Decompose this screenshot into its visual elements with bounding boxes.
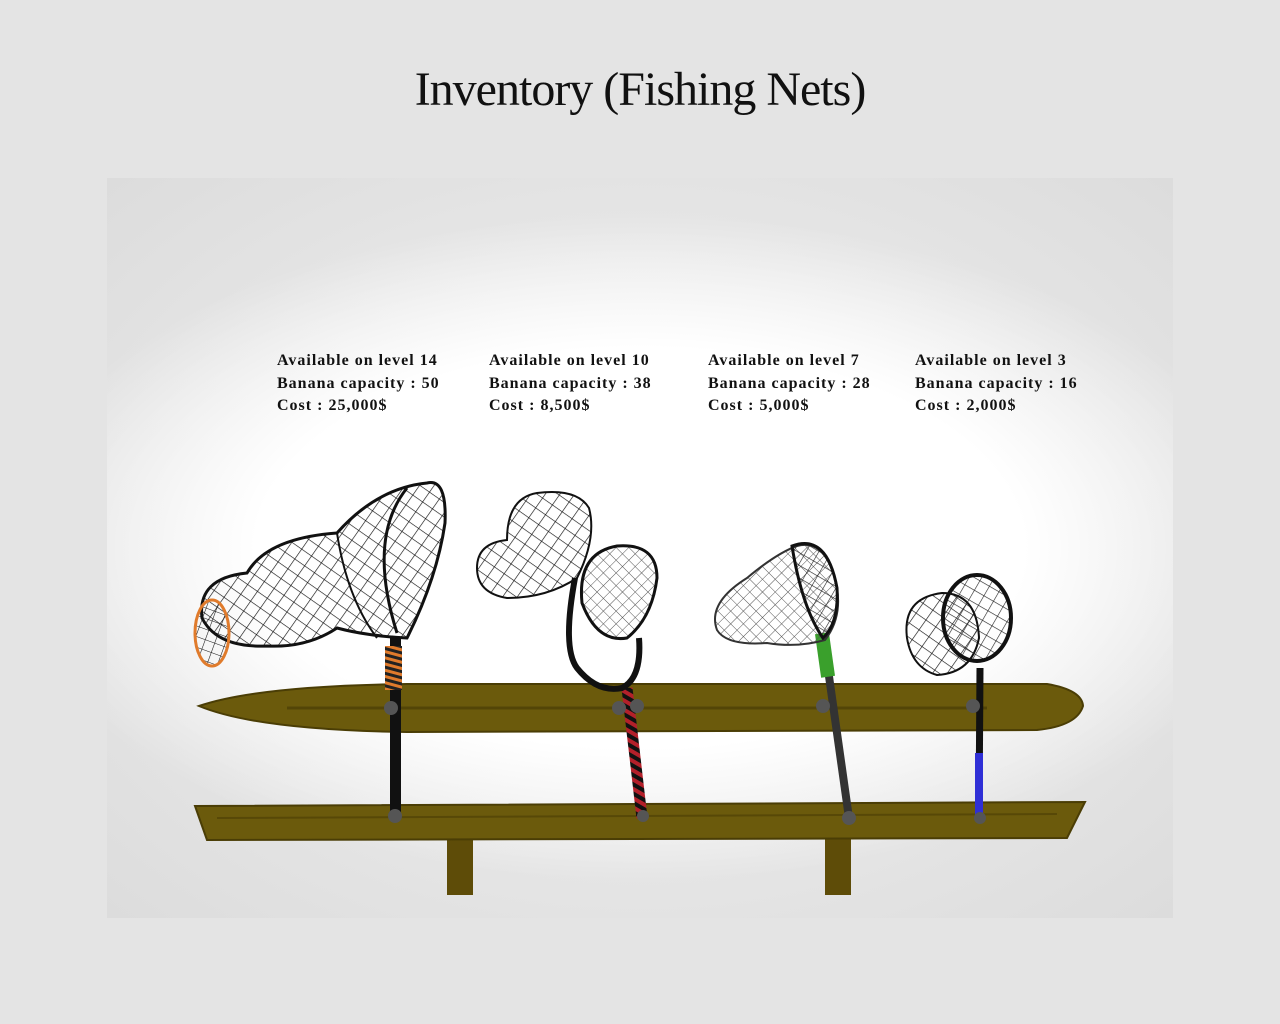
- net-item-level-3[interactable]: [905, 573, 1013, 824]
- net-cost-label: Cost : 2,000$: [915, 397, 1017, 414]
- net-level-label: Available on level 14: [277, 352, 438, 369]
- shelf-leg-right: [825, 833, 851, 895]
- net-capacity-label: Banana capacity : 28: [708, 374, 871, 392]
- inventory-scene: Available on level 14 Banana capacity : …: [107, 178, 1173, 918]
- net-level-label: Available on level 7: [708, 352, 860, 369]
- shelf-illustration: [193, 481, 1087, 895]
- net-cost-label: Cost : 5,000$: [708, 397, 810, 414]
- net-info-level-10: Available on level 10 Banana capacity : …: [489, 350, 652, 418]
- net-item-level-14[interactable]: [193, 481, 447, 824]
- net-handle: [621, 687, 648, 819]
- net-item-level-10[interactable]: [475, 491, 659, 822]
- net-rim: [790, 542, 839, 641]
- net-cost-label: Cost : 25,000$: [277, 397, 388, 414]
- shelf-leg-left: [447, 833, 473, 895]
- net-grip: [385, 646, 402, 690]
- net-capacity-label: Banana capacity : 38: [489, 374, 652, 392]
- net-mesh: [200, 481, 447, 648]
- net-rim: [941, 573, 1013, 663]
- net-level-label: Available on level 10: [489, 352, 650, 369]
- net-frame: [566, 577, 643, 692]
- net-rim: [193, 598, 231, 668]
- net-cost-label: Cost : 8,500$: [489, 397, 591, 414]
- net-grip: [975, 753, 983, 817]
- net-handle: [390, 638, 401, 818]
- net-item-level-7[interactable]: [714, 542, 856, 825]
- net-info-level-7: Available on level 7 Banana capacity : 2…: [708, 350, 871, 418]
- net-mesh: [475, 491, 593, 600]
- net-level-label: Available on level 3: [915, 352, 1067, 369]
- net-info-level-14: Available on level 14 Banana capacity : …: [277, 350, 440, 418]
- net-capacity-label: Banana capacity : 16: [915, 374, 1078, 392]
- net-info-level-3: Available on level 3 Banana capacity : 1…: [915, 350, 1078, 418]
- net-mesh-secondary: [579, 544, 659, 641]
- net-grip: [815, 632, 835, 678]
- net-capacity-label: Banana capacity : 50: [277, 374, 440, 392]
- page-title: Inventory (Fishing Nets): [414, 63, 867, 116]
